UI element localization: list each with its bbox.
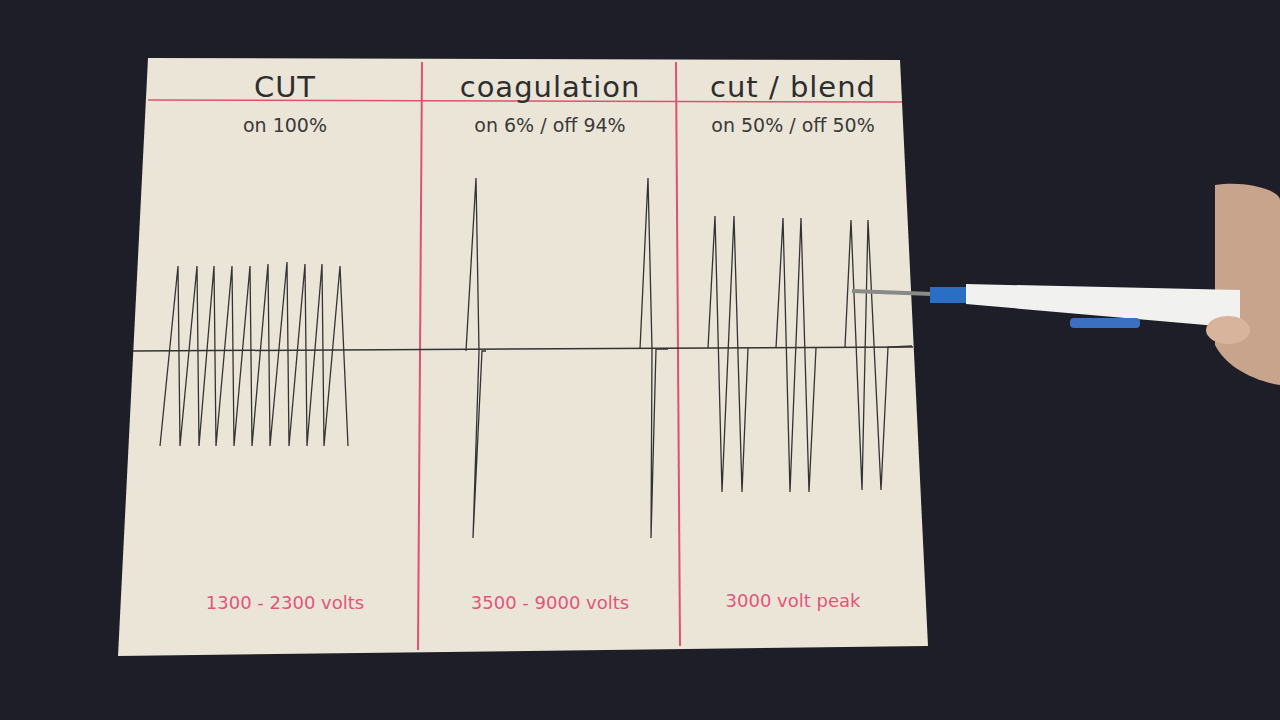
- mode-column: coagulation on 6% / off 94% 3500 - 9000 vo…: [424, 64, 676, 644]
- blend-waveform: [708, 216, 748, 492]
- mode-heading: CUT: [152, 70, 418, 104]
- coagulation-waveform: [466, 178, 486, 538]
- thumb: [1206, 316, 1250, 344]
- paper-sheet: [118, 58, 928, 656]
- voltage-note: 3500 - 9000 volts: [424, 592, 676, 613]
- pencil-collar: [930, 287, 966, 303]
- mode-column: cut / blend on 50% / off 50% 3000 volt pea…: [680, 64, 906, 640]
- red-divider: [418, 62, 422, 650]
- voltage-note: 1300 - 2300 volts: [152, 592, 418, 613]
- red-divider: [676, 62, 680, 646]
- blend-waveform: [845, 220, 912, 490]
- duty-cycle: on 100%: [152, 114, 418, 136]
- cut-waveform: [160, 262, 348, 446]
- mode-heading: cut / blend: [680, 70, 906, 104]
- pencil-button: [1070, 318, 1140, 328]
- pencil-tip: [852, 291, 932, 294]
- coagulation-waveform: [640, 178, 668, 538]
- pencil-body: [966, 284, 1240, 328]
- blend-waveform: [776, 218, 816, 492]
- hand: [1215, 184, 1280, 385]
- mode-heading: coagulation: [424, 70, 676, 104]
- mode-column: CUT on 100% 1300 - 2300 volts: [152, 64, 418, 644]
- duty-cycle: on 50% / off 50%: [680, 114, 906, 136]
- voltage-note: 3000 volt peak: [680, 590, 906, 611]
- duty-cycle: on 6% / off 94%: [424, 114, 676, 136]
